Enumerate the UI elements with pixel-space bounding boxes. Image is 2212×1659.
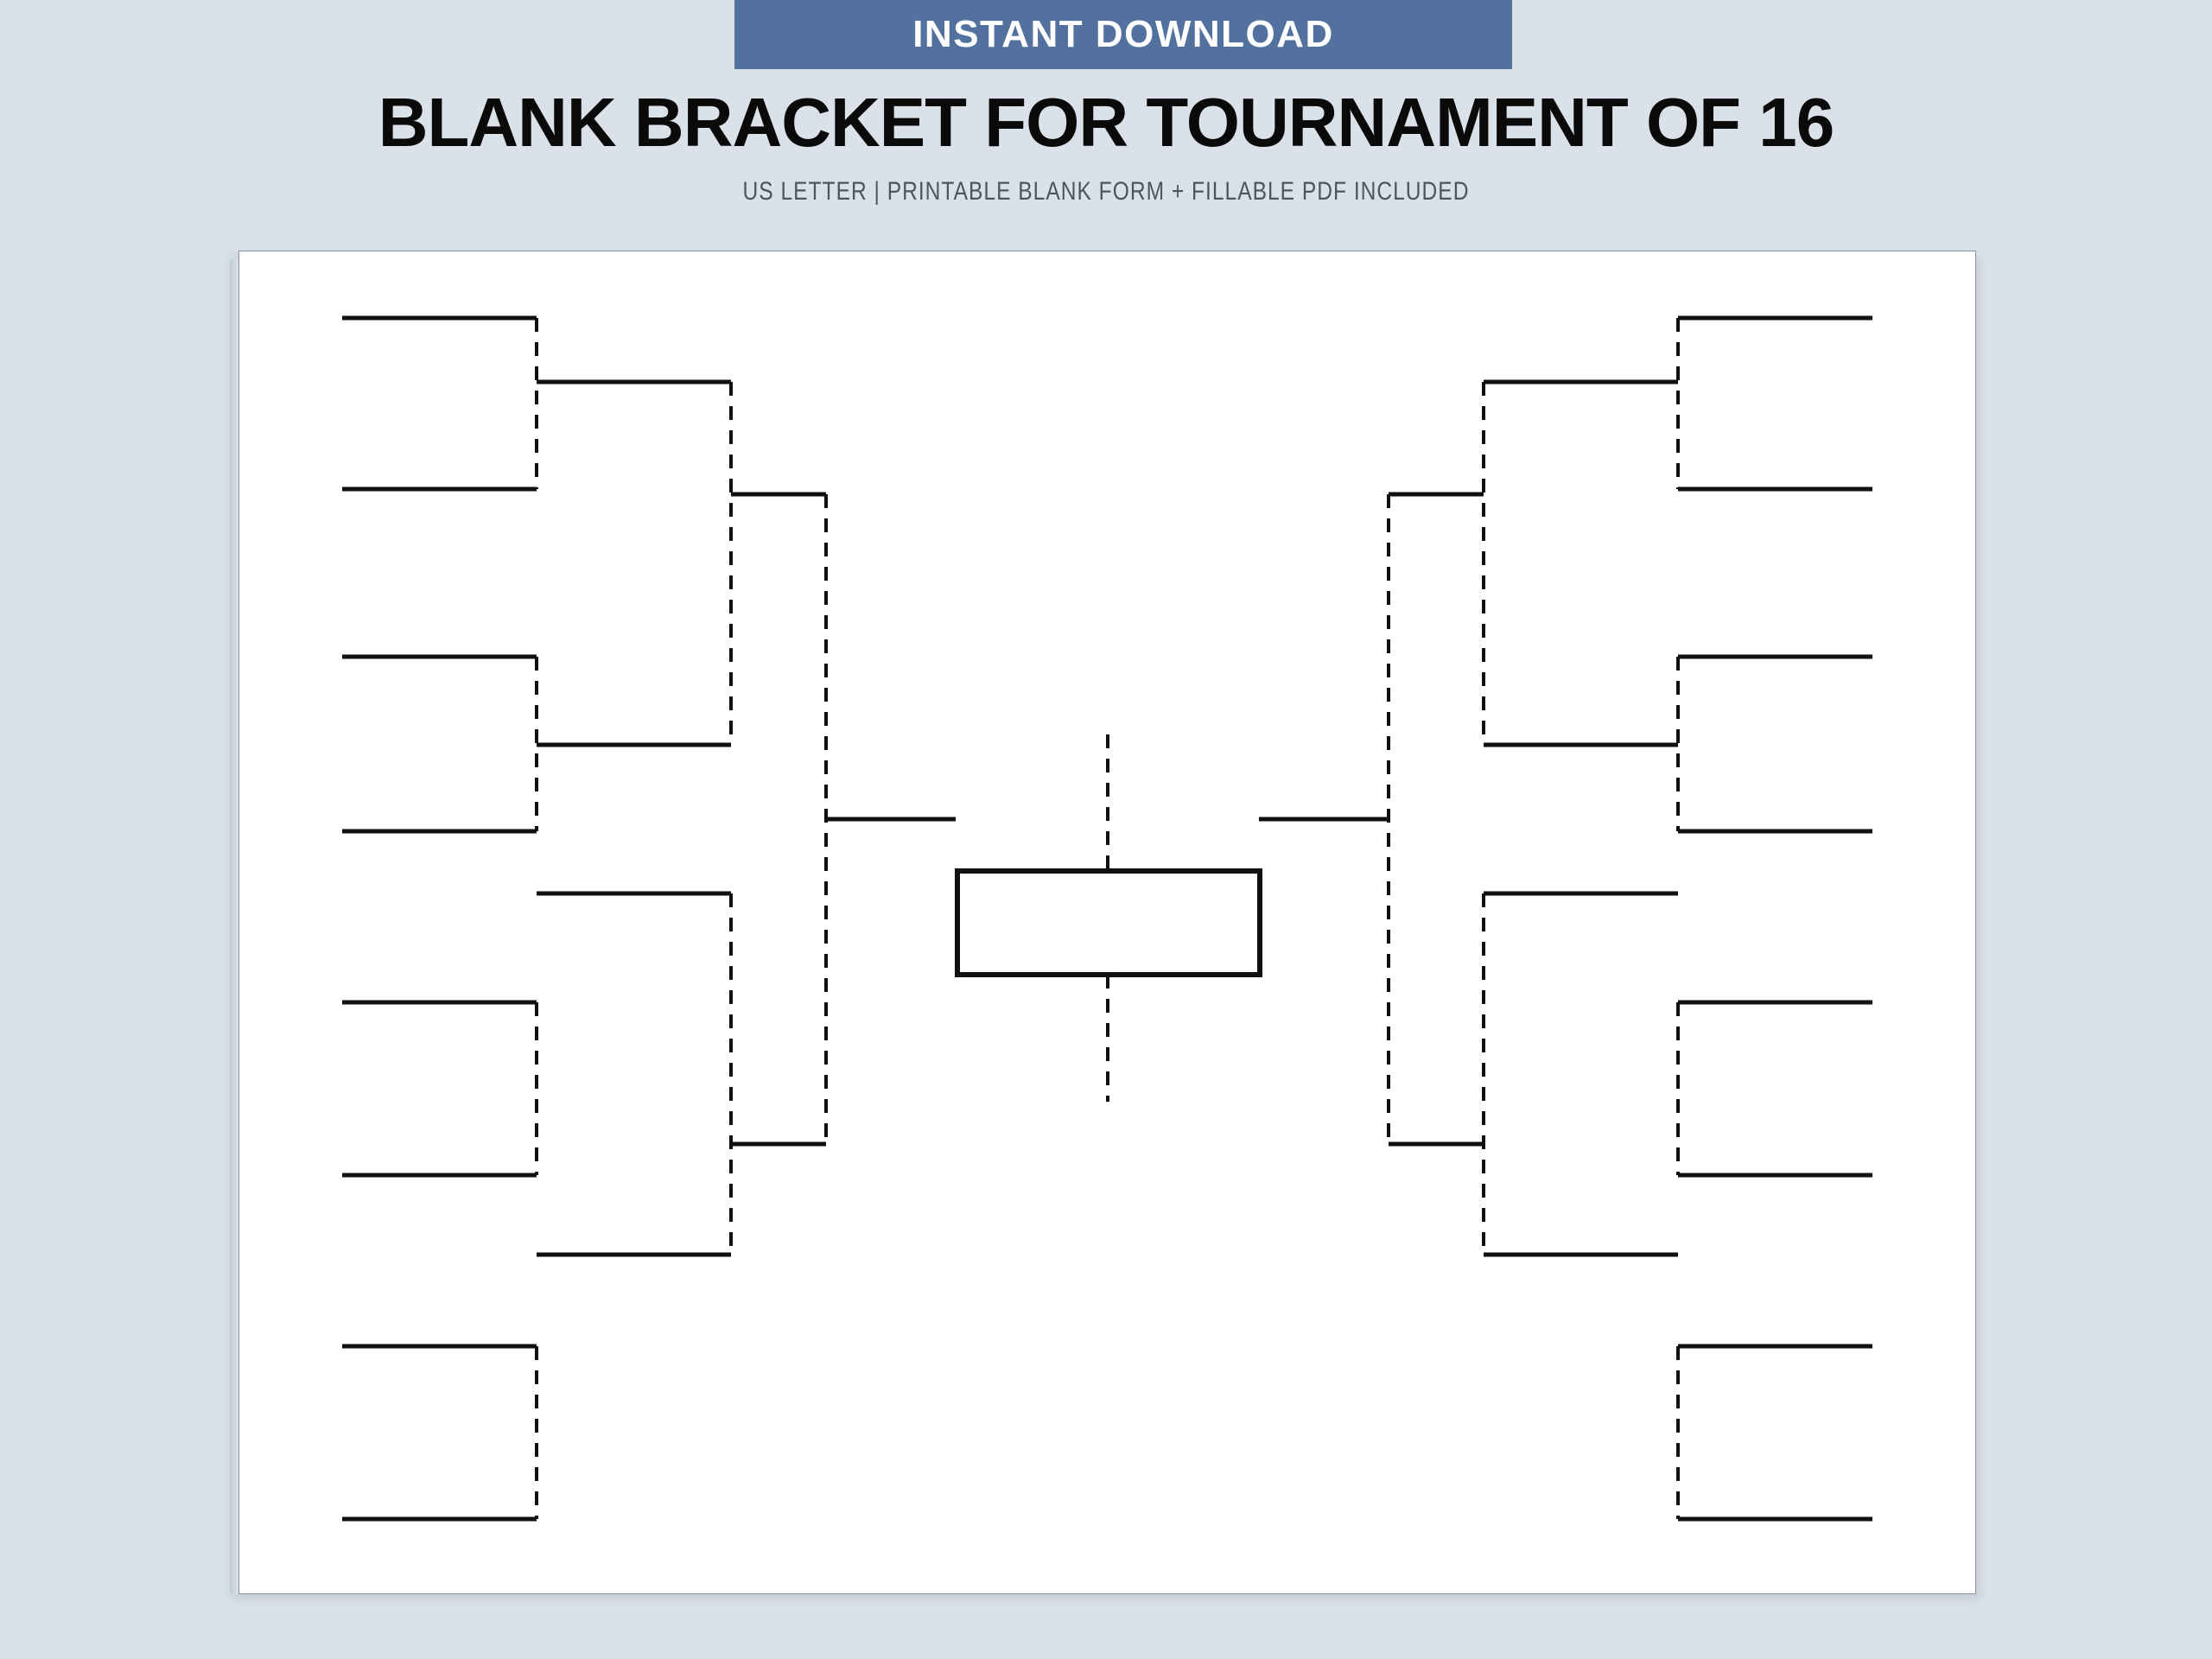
champion-box-group (955, 868, 1262, 977)
left-round2-slots (537, 379, 731, 1257)
instant-download-label: INSTANT DOWNLOAD (912, 13, 1334, 55)
sheet-left-edge (230, 259, 239, 1594)
left-round1-slots (342, 315, 537, 1522)
header-banner-area: INSTANT DOWNLOAD BLANK BRACKET FOR TOURN… (0, 0, 2212, 251)
left-bracket-side (342, 315, 956, 1522)
champion-box[interactable] (955, 868, 1262, 977)
page-title: BLANK BRACKET FOR TOURNAMENT OF 16 (378, 84, 1835, 161)
instant-download-badge: INSTANT DOWNLOAD (734, 0, 1512, 69)
left-round3-slots (731, 492, 826, 1147)
right-round2-slots (1484, 379, 1678, 1257)
right-round1-slots (1678, 315, 1872, 1522)
tournament-bracket (238, 251, 1976, 1594)
right-round3-slots (1389, 492, 1484, 1147)
right-bracket-side (1259, 315, 1872, 1522)
page-subtitle: US LETTER | PRINTABLE BLANK FORM + FILLA… (742, 177, 1470, 206)
